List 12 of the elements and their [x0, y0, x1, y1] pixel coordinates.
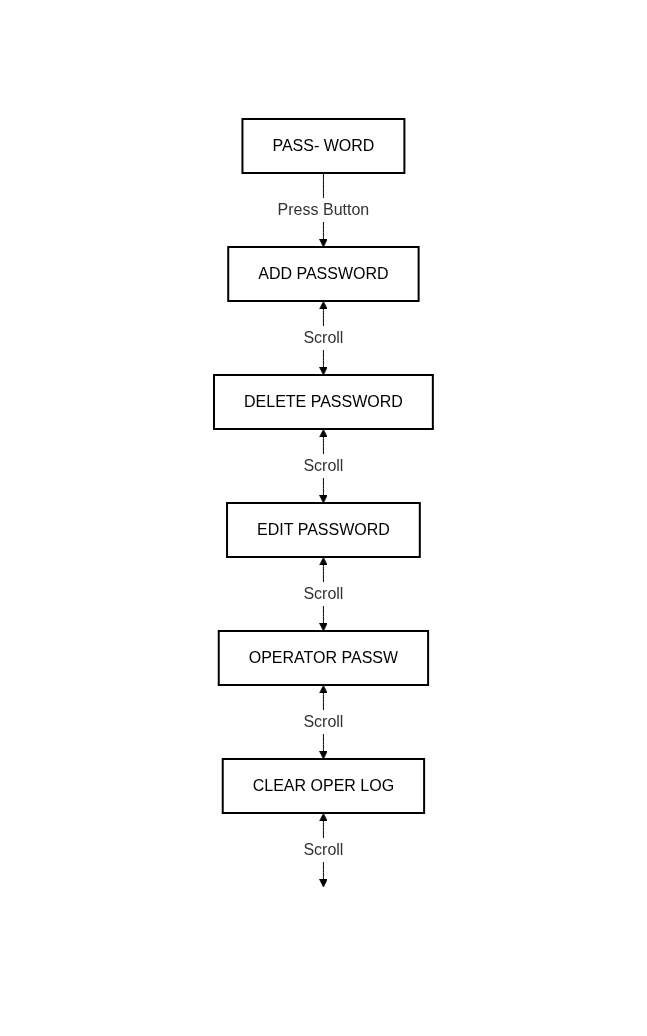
edge-label: Scroll [303, 457, 344, 474]
node-box: DELETE PASSWORD [213, 374, 434, 430]
edge-label: Scroll [303, 329, 344, 346]
node-box: ADD PASSWORD [227, 246, 420, 302]
node-box: CLEAR OPER LOG [221, 758, 426, 814]
node-box: EDIT PASSWORD [226, 502, 421, 558]
node-box: PASS- WORD [241, 118, 406, 174]
edge-label: Press Button [277, 201, 370, 218]
edge-label: Scroll [303, 585, 344, 602]
edge-label: Scroll [303, 713, 344, 730]
node-box: OPERATOR PASSW [217, 630, 430, 686]
edge-label: Scroll [303, 841, 344, 858]
